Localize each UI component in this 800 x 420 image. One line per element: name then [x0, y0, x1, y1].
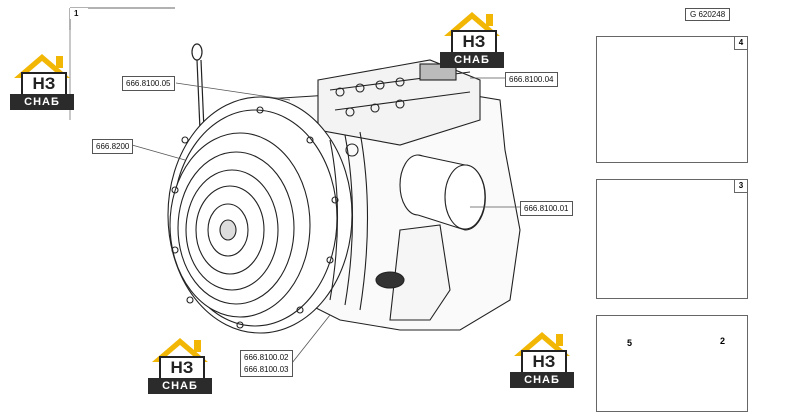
callout-666-8100-05: 666.8100.05	[122, 76, 175, 91]
logo-mark: НЗ	[521, 350, 567, 374]
drawing-reference: G 620248	[685, 8, 731, 21]
callout-666-8100-04: 666.8100.04	[505, 72, 558, 87]
transmission-drawing	[167, 59, 521, 334]
watermark-logo: НЗ СНАБ	[10, 52, 74, 112]
panel-gasket-kit: 4	[596, 36, 748, 163]
item-number-bolt: 5	[627, 338, 633, 348]
panel-seal-kit: 3	[596, 179, 748, 299]
logo-subtext: СНАБ	[10, 94, 74, 110]
panel-number: 4	[734, 37, 747, 50]
logo-mark: НЗ	[451, 30, 497, 54]
callout-666-8100-01: 666.8100.01	[520, 201, 573, 216]
logo-subtext: СНАБ	[148, 378, 212, 394]
callout-666-8200: 666.8200	[92, 139, 134, 154]
sheet-index: 1	[70, 8, 88, 19]
logo-mark: НЗ	[159, 356, 205, 380]
logo-subtext: СНАБ	[440, 52, 504, 68]
panel-number: 3	[734, 180, 747, 193]
leader-lines	[131, 77, 520, 364]
watermark-logo: НЗ СНАБ	[148, 336, 212, 396]
watermark-logo: НЗ СНАБ	[510, 330, 574, 390]
item-number-filter: 2	[719, 336, 725, 346]
logo-subtext: СНАБ	[510, 372, 574, 388]
callout-666-8100-02: 666.8100.02	[240, 350, 293, 364]
callout-666-8100-03: 666.8100.03	[240, 363, 293, 377]
watermark-logo: НЗ СНАБ	[440, 10, 504, 70]
dipstick	[191, 43, 205, 131]
panel-filter: 2 5	[596, 315, 748, 412]
logo-mark: НЗ	[21, 72, 67, 96]
